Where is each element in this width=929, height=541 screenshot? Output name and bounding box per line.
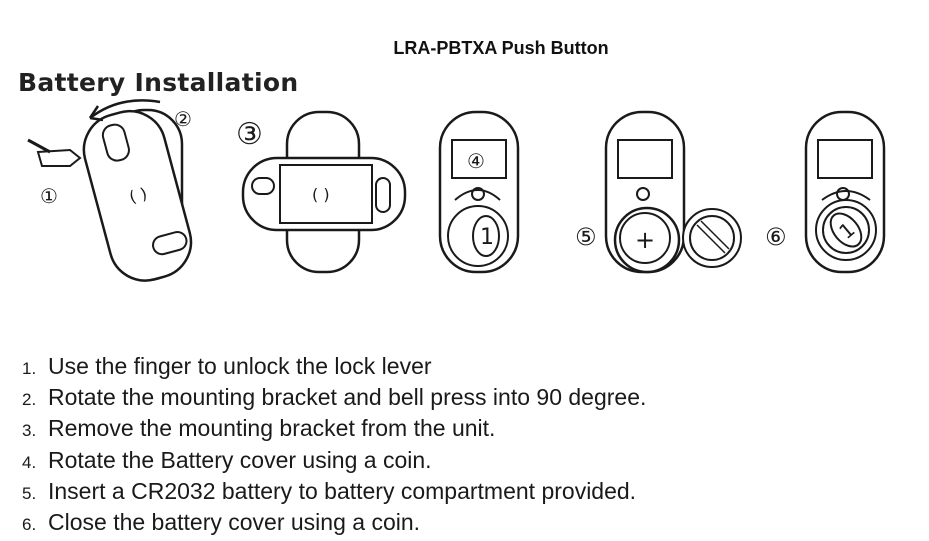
step-text: Rotate the mounting bracket and bell pre… xyxy=(48,384,647,411)
illustration-step-6: 1 ⑥ xyxy=(765,110,886,274)
coin-icon xyxy=(472,215,500,257)
marker-step-6: ⑥ xyxy=(765,223,787,251)
document-title: LRA-PBTXA Push Button xyxy=(393,38,609,58)
step-item: 4. Rotate the Battery cover using a coin. xyxy=(22,446,646,477)
marker-step-4: ④ xyxy=(467,149,485,173)
step-item: 2. Rotate the mounting bracket and bell p… xyxy=(22,383,646,414)
step-item: 6. Close the battery cover using a coin. xyxy=(22,508,646,539)
svg-text:( ): ( ) xyxy=(312,185,330,204)
coin-icon xyxy=(829,212,863,248)
marker-step-1: ① xyxy=(40,184,58,208)
battery-mark-step-5: + xyxy=(635,226,655,254)
coin-mark-step-4: 1 xyxy=(480,225,494,250)
finger-hand-icon xyxy=(27,138,82,167)
step-item: 1. Use the finger to unlock the lock leve… xyxy=(22,352,646,383)
marker-step-5: ⑤ xyxy=(575,223,597,251)
step-text: Insert a CR2032 battery to battery compa… xyxy=(48,477,637,504)
step-number: 1. xyxy=(22,359,37,378)
illustration-step-1-2: ( ) ① ② xyxy=(27,99,193,282)
step-item: 3. Remove the mounting bracket from the u… xyxy=(22,414,646,445)
section-title: Battery Installation xyxy=(18,68,299,97)
step-number: 6. xyxy=(22,515,37,535)
step-number: 2. xyxy=(22,390,37,410)
rotate-arrow-icon xyxy=(88,105,104,122)
step-text: Rotate the Battery cover using a coin. xyxy=(48,446,432,473)
marker-step-2: ② xyxy=(174,107,192,131)
battery-cover-icon xyxy=(682,208,742,268)
battery-installation-illustrations: ( ) ① ② ( ) ③ 1 ④ + xyxy=(27,99,886,282)
step-number: 3. xyxy=(22,421,37,441)
illustration-step-5: + ⑤ xyxy=(575,110,742,274)
step-text: Close the battery cover using a coin. xyxy=(48,509,421,536)
step-item: 5. Insert a CR2032 battery to battery com… xyxy=(22,477,646,508)
step-number: 5. xyxy=(22,483,37,503)
step-number: 4. xyxy=(22,452,37,472)
marker-step-3: ③ xyxy=(236,117,263,152)
step-text: Remove the mounting bracket from the uni… xyxy=(48,415,496,442)
illustration-step-4: 1 ④ xyxy=(438,110,520,274)
installation-steps: 1. Use the finger to unlock the lock leve… xyxy=(22,352,646,539)
illustration-step-3: ( ) ③ xyxy=(236,110,407,274)
svg-text:( ): ( ) xyxy=(127,184,149,207)
step-text: Use the finger to unlock the lock lever xyxy=(48,353,432,379)
